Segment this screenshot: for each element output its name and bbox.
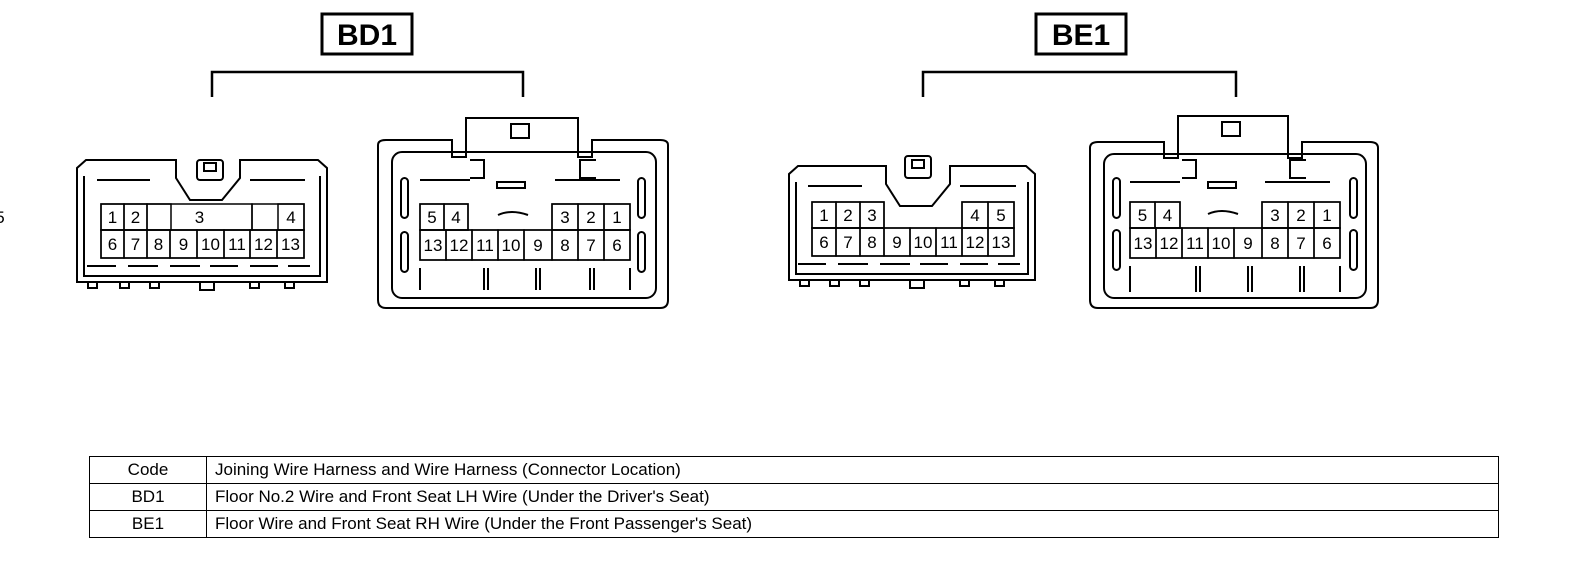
pin-number: 6 (1322, 234, 1331, 253)
pin-number: 5 (1138, 206, 1147, 225)
pin-number: 6 (819, 233, 828, 252)
pin-number: 9 (892, 233, 901, 252)
pin-number: 7 (131, 235, 140, 254)
pin-number: 2 (843, 206, 852, 225)
pin-number: 12 (254, 235, 273, 254)
pin-number: 13 (1134, 234, 1153, 253)
pin-number: 13 (281, 235, 300, 254)
pin-number: 3 (867, 206, 876, 225)
pin-number: 7 (843, 233, 852, 252)
table-cell-code: BE1 (89, 510, 207, 538)
pin-number: 5 (0, 208, 5, 227)
pin-number: 1 (819, 206, 828, 225)
pin-number: 3 (195, 208, 204, 227)
code-box-bd1 (320, 12, 414, 56)
table-header-row: Code Joining Wire Harness and Wire Harne… (89, 456, 1499, 484)
pin-cell (603, 229, 631, 261)
pin-number: 10 (1212, 234, 1231, 253)
pin-cell (276, 229, 305, 259)
pin-number: 6 (612, 236, 621, 255)
pin-number: 12 (450, 236, 469, 255)
pin-number: 11 (1186, 234, 1204, 253)
pin-number: 8 (560, 236, 569, 255)
female-connector-be1 (1089, 115, 1379, 309)
code-label-bd1: BD1 (337, 19, 397, 52)
pin-number: 10 (914, 233, 933, 252)
pin-number: 1 (108, 208, 117, 227)
connector-location-table: Code Joining Wire Harness and Wire Harne… (89, 456, 1499, 538)
pin-number: 4 (451, 208, 460, 227)
table-cell-code: BD1 (89, 483, 207, 511)
pin-number: 5 (427, 208, 436, 227)
male-pins-top-bd1: 12 3 4 5 (0, 203, 305, 231)
pin-number: 9 (1243, 234, 1252, 253)
pin-number: 8 (154, 235, 163, 254)
table-cell-description: Floor No.2 Wire and Front Seat LH Wire (… (206, 483, 1499, 511)
pin-number: 4 (970, 206, 979, 225)
pin-number: 2 (131, 208, 140, 227)
pin-number: 13 (424, 236, 443, 255)
pin-number: 13 (992, 233, 1011, 252)
pin-number: 7 (1296, 234, 1305, 253)
pin-number: 9 (533, 236, 542, 255)
pin-number: 1 (612, 208, 621, 227)
pin-number: 8 (867, 233, 876, 252)
table-header-code: Code (89, 456, 207, 484)
pin-number: 1 (1322, 206, 1331, 225)
male-connector-bd1 (76, 159, 328, 291)
pin-number: 12 (966, 233, 985, 252)
pin-number: 5 (996, 206, 1005, 225)
pin-number: 11 (476, 236, 494, 255)
code-label-be1: BE1 (1052, 19, 1110, 52)
pin-number: 10 (201, 235, 220, 254)
bracket-bd1 (210, 70, 525, 97)
pin-number: 8 (1270, 234, 1279, 253)
pin-number: 4 (286, 208, 295, 227)
bracket-be1 (921, 70, 1238, 97)
pin-number: 4 (1163, 206, 1172, 225)
female-connector-bd1 (377, 117, 669, 309)
pin-number: 2 (586, 208, 595, 227)
pin-number: 12 (1160, 234, 1179, 253)
pin-number: 9 (179, 235, 188, 254)
pin-number: 2 (1296, 206, 1305, 225)
pin-cell (1313, 227, 1341, 259)
pin-number: 11 (940, 233, 958, 252)
pin-number: 6 (108, 235, 117, 254)
pin-number: 10 (502, 236, 521, 255)
pin-cell (987, 227, 1015, 257)
code-box-be1 (1034, 12, 1128, 56)
pin-number: 11 (228, 235, 246, 254)
table-row: BD1 Floor No.2 Wire and Front Seat LH Wi… (89, 483, 1499, 511)
table-cell-description: Floor Wire and Front Seat RH Wire (Under… (206, 510, 1499, 538)
male-connector-be1 (788, 155, 1036, 289)
pin-number: 7 (586, 236, 595, 255)
pin-number: 3 (560, 208, 569, 227)
table-row: BE1 Floor Wire and Front Seat RH Wire (U… (89, 510, 1499, 538)
table-header-description: Joining Wire Harness and Wire Harness (C… (206, 456, 1499, 484)
pin-number: 3 (1270, 206, 1279, 225)
